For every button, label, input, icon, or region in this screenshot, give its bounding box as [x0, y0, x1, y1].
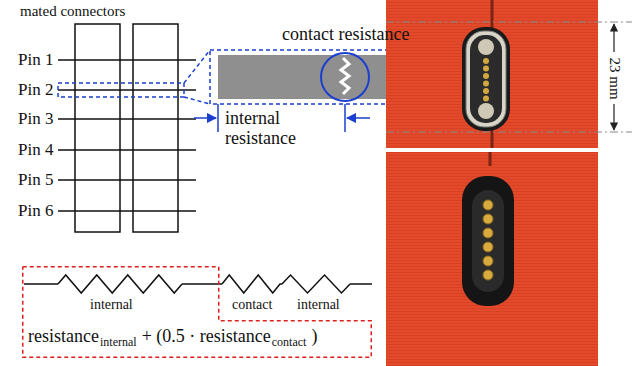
pins — [483, 200, 493, 280]
resistor-label: internal — [297, 297, 340, 313]
dimension-arrow — [613, 104, 614, 130]
pins — [483, 58, 489, 102]
dimension-tick — [217, 104, 219, 132]
connector-body — [133, 24, 178, 232]
housing — [386, 152, 598, 366]
formula-text: + (0.5 · resistance — [142, 326, 271, 346]
housing-seam — [489, 152, 492, 166]
height-dimension — [386, 22, 632, 132]
pin — [483, 256, 493, 266]
extension-line — [386, 132, 632, 133]
zoom-frame — [58, 83, 184, 97]
dimension-tick — [344, 104, 346, 132]
formula-subscript: internal — [100, 335, 137, 349]
pin-label: Pin 3 — [18, 109, 53, 129]
connector-outlines — [75, 24, 178, 232]
resistor-chain — [24, 275, 372, 293]
dimension-arrow — [613, 24, 614, 52]
connector-body — [75, 24, 120, 232]
pin-label: Pin 1 — [18, 50, 53, 70]
connector-face — [472, 190, 504, 292]
magnet — [478, 103, 494, 119]
pin — [483, 200, 493, 210]
connector-face — [462, 176, 514, 306]
pin-label: Pin 6 — [18, 201, 53, 221]
pin — [483, 58, 489, 64]
dimension-arrow — [347, 117, 370, 119]
connector-face — [470, 35, 502, 123]
pin-label: Pin 5 — [18, 170, 53, 190]
resistor-symbol — [282, 275, 350, 293]
magnet — [478, 39, 494, 55]
contact-circle — [321, 53, 369, 101]
formula-box: resistanceinternal+ (0.5 · resistancecon… — [22, 266, 372, 358]
pin-line — [58, 59, 196, 61]
connector-rim — [466, 31, 506, 127]
dimension-label: 23 mm — [605, 57, 622, 99]
pin — [483, 228, 493, 238]
callout-label: contact resistance — [282, 24, 409, 45]
formula-text: resistance — [28, 326, 99, 346]
pin — [483, 96, 489, 102]
formula: resistanceinternal + (0.5 · resistancecon… — [28, 326, 317, 350]
pin — [483, 66, 489, 72]
pin-lines — [58, 60, 196, 211]
dimension-arrow — [194, 117, 216, 119]
pin-line — [58, 89, 196, 91]
zoom-line — [184, 97, 210, 104]
resistor-symbol — [222, 275, 282, 293]
pin — [483, 270, 493, 280]
pin-line — [58, 118, 196, 120]
contact-zigzag — [341, 58, 349, 94]
pin — [483, 214, 493, 224]
pin-line — [58, 210, 196, 212]
heading-label: mated connectors — [20, 3, 125, 20]
pin — [483, 81, 489, 87]
pin-label: Pin 2 — [18, 80, 53, 100]
pin — [483, 73, 489, 79]
resistor-label: contact — [232, 297, 272, 313]
resistor-label: internal — [90, 297, 133, 313]
photo-socket — [386, 152, 598, 366]
wire — [182, 283, 222, 285]
dimension-label: internal resistance — [225, 109, 325, 149]
pin-line — [58, 149, 196, 151]
wire — [350, 283, 372, 285]
formula-text: ) — [311, 326, 317, 346]
pin — [483, 88, 489, 94]
pin-line — [58, 179, 196, 181]
dashed-outline — [23, 267, 372, 358]
connector-face — [462, 27, 510, 131]
pin-label: Pin 4 — [18, 140, 53, 160]
pin — [483, 242, 493, 252]
resistor-symbol — [58, 275, 182, 293]
formula-subscript: contact — [272, 335, 307, 349]
extension-line — [386, 22, 632, 23]
wire — [24, 283, 58, 285]
zoom-line — [184, 50, 210, 83]
